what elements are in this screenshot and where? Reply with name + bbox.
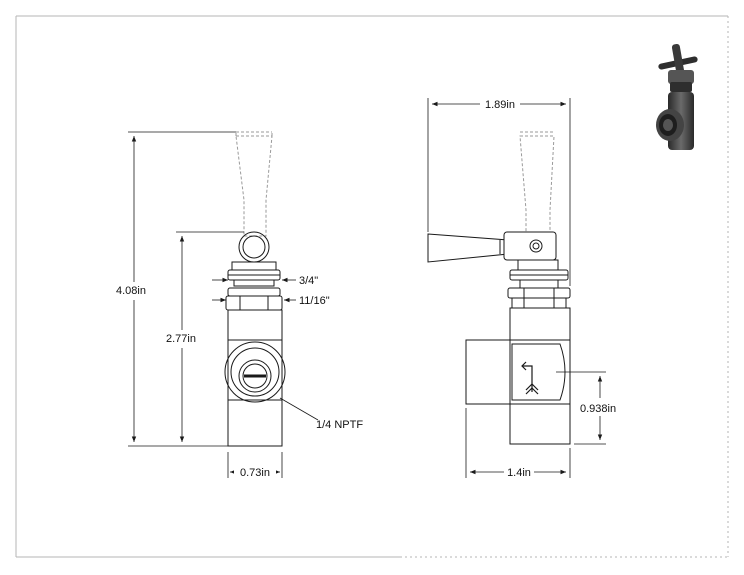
front-view (224, 131, 286, 447)
front-phantom-handle (235, 131, 273, 237)
side-phantom-handle (519, 131, 555, 233)
front-port (224, 341, 286, 403)
dim-port-height: 0.938in (580, 403, 616, 415)
dim-overall-height: 4.08in (116, 285, 146, 297)
dim-body-depth: 1.4in (507, 467, 531, 479)
side-labels: 1.89in 1.4in 0.938in (485, 99, 622, 479)
side-view (427, 131, 571, 445)
dim-nut-upper: 3/4" (299, 275, 318, 287)
sheet-border (15, 15, 729, 558)
valve-3d-thumbnail (656, 44, 698, 150)
front-labels: 4.08in 2.77in 3/4" 11/16" 1/4 NPTF 0.73i… (114, 275, 363, 480)
side-dimensions (427, 98, 606, 478)
front-dimensions (128, 131, 319, 478)
dim-body-width: 0.73in (240, 467, 270, 479)
dim-handle-span: 1.89in (485, 99, 515, 111)
dim-port-thread: 1/4 NPTF (316, 419, 363, 431)
dim-body-height: 2.77in (166, 333, 196, 345)
dim-nut-lower: 11/16" (299, 295, 330, 307)
side-lever-handle (427, 233, 509, 263)
flow-direction-icon (521, 361, 539, 395)
